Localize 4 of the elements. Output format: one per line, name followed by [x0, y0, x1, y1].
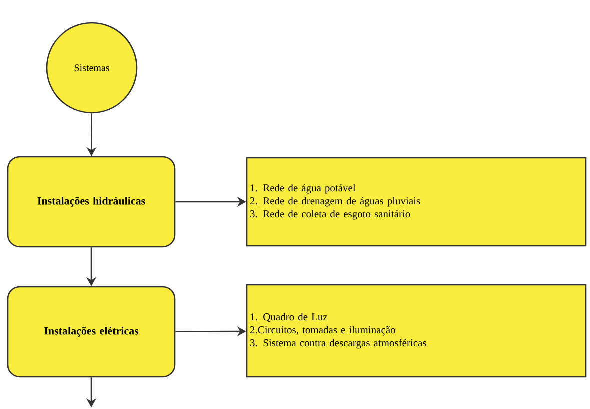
process-box: Instalações elétricas: [7, 286, 176, 378]
list-box: 1. Rede de água potável 2. Rede de drenagem de águas pluviais 3. Rede de coleta de esgoto sanitário: [246, 157, 587, 247]
process-box: Instalações hidráulicas: [7, 156, 176, 248]
list-box: 1. Quadro de Luz 2.Circuitos, tomadas e iluminação 3. Sistema contra descargas atmosféricas: [246, 284, 587, 378]
